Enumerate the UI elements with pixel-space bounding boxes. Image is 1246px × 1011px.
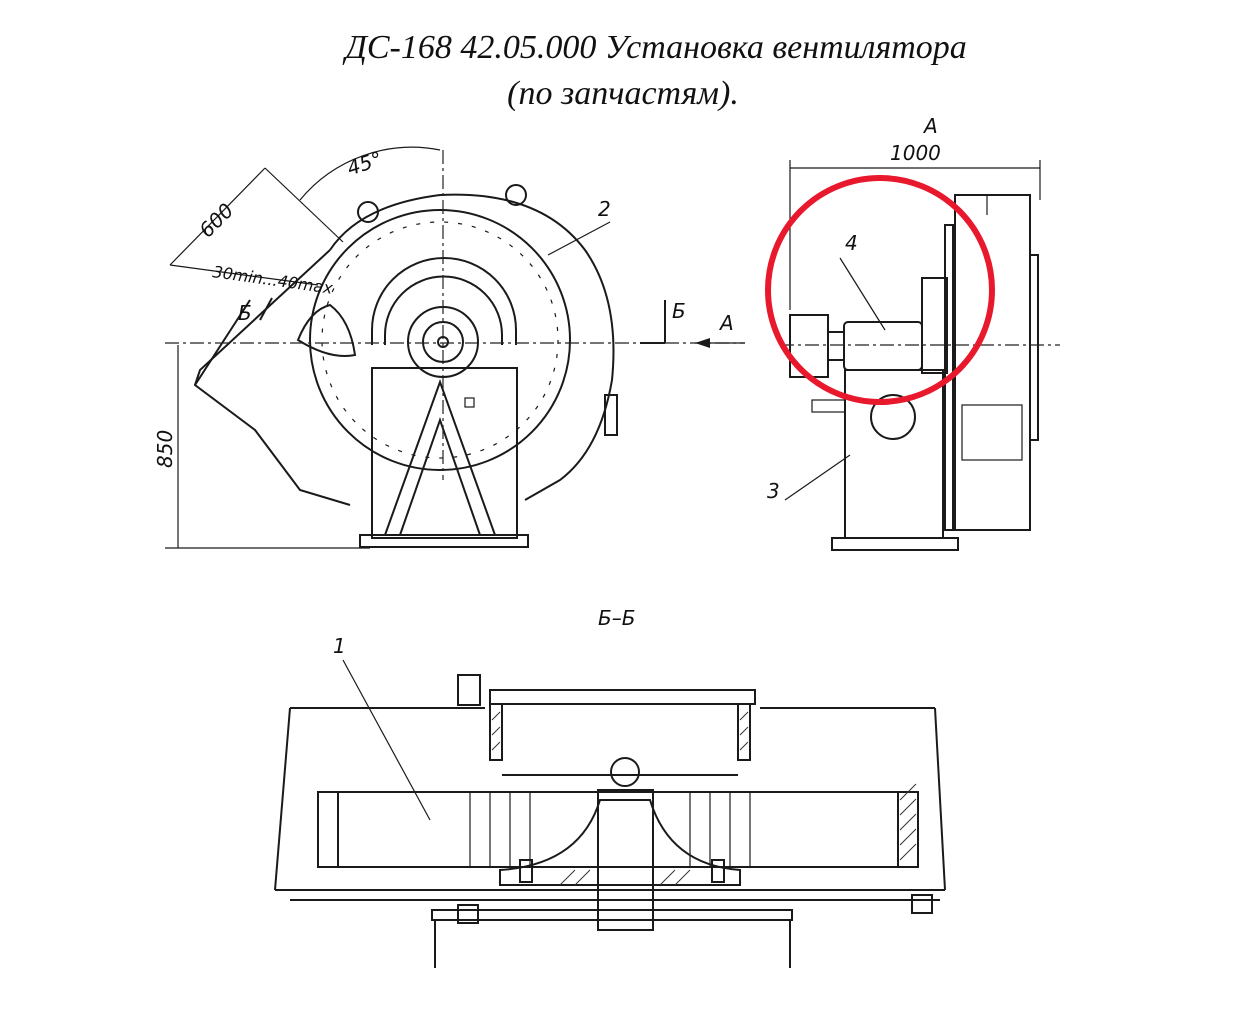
- housing-bracket: [604, 394, 618, 436]
- angle-dim-arc: [299, 146, 441, 201]
- hub-bolt-right: [711, 859, 725, 883]
- coupling: [827, 331, 845, 361]
- shaft-nut: [610, 757, 640, 787]
- hub-bolt-left: [519, 859, 533, 883]
- impeller-rim: [317, 791, 919, 868]
- section-view: Б–Б 1: [274, 606, 946, 968]
- duct-right-edge: [934, 707, 946, 891]
- section-mark-right: Б: [672, 299, 686, 323]
- bearing-support: [921, 277, 948, 374]
- pedestal-tab: [811, 399, 846, 413]
- drawing-title-line-1: ДС-168 42.05.000 Установка вентилятора: [345, 29, 967, 66]
- pedestal-hole: [870, 394, 916, 440]
- housing-flange: [1029, 254, 1039, 441]
- support-arch: [371, 257, 517, 345]
- inlet-collar-top: [489, 689, 756, 705]
- part-2-leader: [547, 221, 611, 256]
- part-3-leader: [784, 454, 851, 501]
- stand-brace-inner: [399, 416, 481, 536]
- highlight-circle: [765, 175, 995, 405]
- stand-brace: [384, 379, 496, 536]
- part-2-label: 2: [598, 197, 611, 221]
- collar-bolt: [457, 674, 481, 706]
- section-hatching: [491, 711, 917, 886]
- inlet-collar-left: [489, 703, 503, 761]
- pedestal-base: [831, 537, 959, 551]
- fan-housing-circle: [309, 209, 571, 471]
- fan-bolt-circle: [321, 221, 559, 459]
- part-4-label: 4: [845, 231, 858, 255]
- inlet-collar-right: [737, 703, 751, 761]
- view-arrow-head: [695, 338, 710, 348]
- length-ext-line: [264, 167, 344, 243]
- part-3-label: 3: [767, 479, 780, 503]
- section-mark-left: Б: [238, 301, 252, 325]
- front-view: 45° 600 30min...40max 850 Б Б А 2: [153, 146, 745, 549]
- right-bolt: [911, 894, 933, 914]
- lifting-lug-right: [505, 184, 527, 206]
- shaft: [597, 789, 654, 931]
- stand-base: [359, 534, 529, 548]
- range-dim-label: 30min...40max: [211, 262, 334, 298]
- section-mark-left-stroke: [259, 297, 273, 321]
- housing-inlet-window: [961, 404, 1023, 461]
- stand-frame: [371, 367, 518, 539]
- lower-flange: [431, 909, 793, 921]
- duct-left-edge: [274, 707, 291, 891]
- impeller-blades: [469, 792, 751, 867]
- hub-outer: [407, 306, 479, 378]
- impeller-hub: [499, 799, 741, 886]
- height-dim-label: 850: [153, 430, 177, 468]
- width-dim-label: 1000: [890, 141, 941, 165]
- side-view: А 1000 4 3: [765, 114, 1060, 551]
- fan-housing-outer: [329, 193, 615, 501]
- side-view-label: А: [922, 114, 938, 138]
- bearing-unit: [843, 321, 923, 371]
- part-4-leader: [839, 257, 886, 331]
- range-leader: [169, 264, 319, 286]
- angle-dim-label: 45°: [344, 146, 385, 180]
- lifting-lug-left: [357, 201, 379, 223]
- inlet-nozzle: [296, 303, 357, 357]
- outlet-duct: [193, 249, 351, 506]
- impeller-rim-left: [317, 791, 339, 868]
- drawing-title-line-2: (по запчастям).: [507, 75, 739, 112]
- view-arrow-label: А: [718, 311, 734, 335]
- part-1-leader: [342, 659, 431, 821]
- section-view-label: Б–Б: [598, 606, 635, 630]
- length-dim-line: [169, 167, 266, 266]
- part-1-label: 1: [333, 634, 346, 658]
- length-dim-label: 600: [194, 198, 238, 242]
- lower-bolt: [457, 904, 479, 924]
- housing-plug: [464, 397, 475, 408]
